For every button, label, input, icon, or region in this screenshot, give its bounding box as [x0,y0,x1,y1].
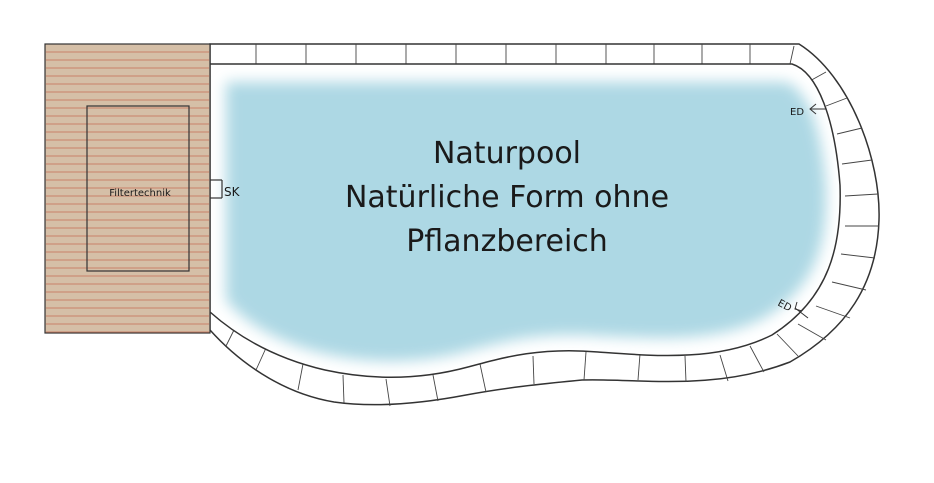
deck-board-lines [46,51,209,333]
title-line-1: Naturpool [433,136,581,171]
title-line-2: Natürliche Form ohne [345,180,669,215]
pool-water [210,64,841,378]
pool-water-outline [209,63,841,378]
wood-deck [44,43,211,334]
pool-title: Naturpool Natürliche Form ohne Pflanzber… [345,136,669,259]
filter-technology-area: Filtertechnik [86,105,190,272]
filter-technology-box [86,105,190,272]
filter-technology-label: Filtertechnik [109,188,171,199]
skimmer-marker [210,179,223,199]
coping-tile-joints [225,44,879,407]
skimmer-label: SK [224,185,241,199]
inlet-top-arrowhead-icon [809,103,817,115]
inlet-bottom-arrowhead-icon [794,301,803,312]
inlet-top-marker: ED [790,103,826,118]
title-line-3: Pflanzbereich [406,224,608,259]
inlet-top-label: ED [790,107,804,118]
